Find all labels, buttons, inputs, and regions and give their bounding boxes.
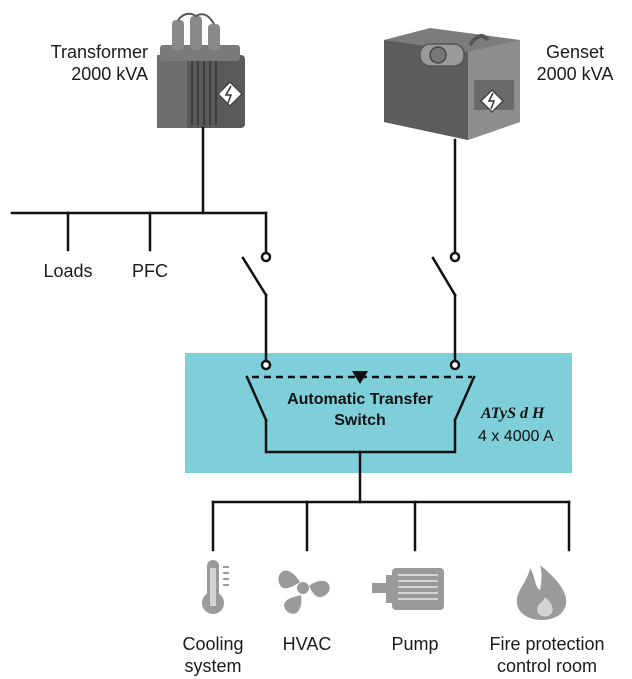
genset-name: Genset [545, 42, 605, 62]
interlock-arrow [352, 371, 368, 384]
transformer-label: Transformer 2000 kVA [10, 41, 148, 85]
ats-title-line2: Switch [334, 412, 386, 429]
fan-icon [278, 570, 330, 614]
genset-switch-blade [431, 256, 457, 297]
ats-title-line1: Automatic Transfer [287, 391, 433, 408]
cooling-label-line2: system [184, 656, 242, 676]
transformer-switch-contact-top [260, 251, 272, 263]
genset-label: Genset 2000 kVA [525, 41, 625, 85]
cooling-label: Cooling system [158, 633, 268, 677]
fire-protection-label: Fire protection control room [467, 633, 627, 677]
genset-switch-contact-top [449, 251, 461, 263]
fire-label-line1: Fire protection [489, 634, 605, 654]
ats-right-blade [453, 375, 476, 422]
pump-label: Pump [375, 633, 455, 655]
ats-title: Automatic Transfer Switch [260, 389, 460, 431]
loads-label: Loads [43, 261, 93, 281]
genset-icon [384, 28, 520, 140]
motor-icon [372, 568, 444, 610]
transformer-icon [157, 12, 245, 128]
flame-icon [516, 565, 567, 620]
ats-left-blade [245, 375, 268, 422]
pfc-label: PFC [132, 261, 168, 281]
hvac-label-line1: HVAC [282, 634, 332, 654]
ats-contact-left [260, 359, 272, 371]
genset-rating: 2000 kVA [536, 64, 614, 84]
transformer-rating: 2000 kVA [71, 64, 148, 84]
ats-contact-right [449, 359, 461, 371]
pump-label-line1: Pump [391, 634, 439, 654]
transformer-switch-blade [241, 256, 268, 297]
thermometer-icon [202, 560, 229, 614]
fire-label-line2: control room [496, 656, 598, 676]
ats-model: ATyS d H [481, 405, 545, 422]
ats-rating: 4 x 4000 A [478, 428, 554, 445]
cooling-label-line1: Cooling [182, 634, 244, 654]
hvac-label: HVAC [263, 633, 351, 655]
transformer-name: Transformer [50, 42, 148, 62]
